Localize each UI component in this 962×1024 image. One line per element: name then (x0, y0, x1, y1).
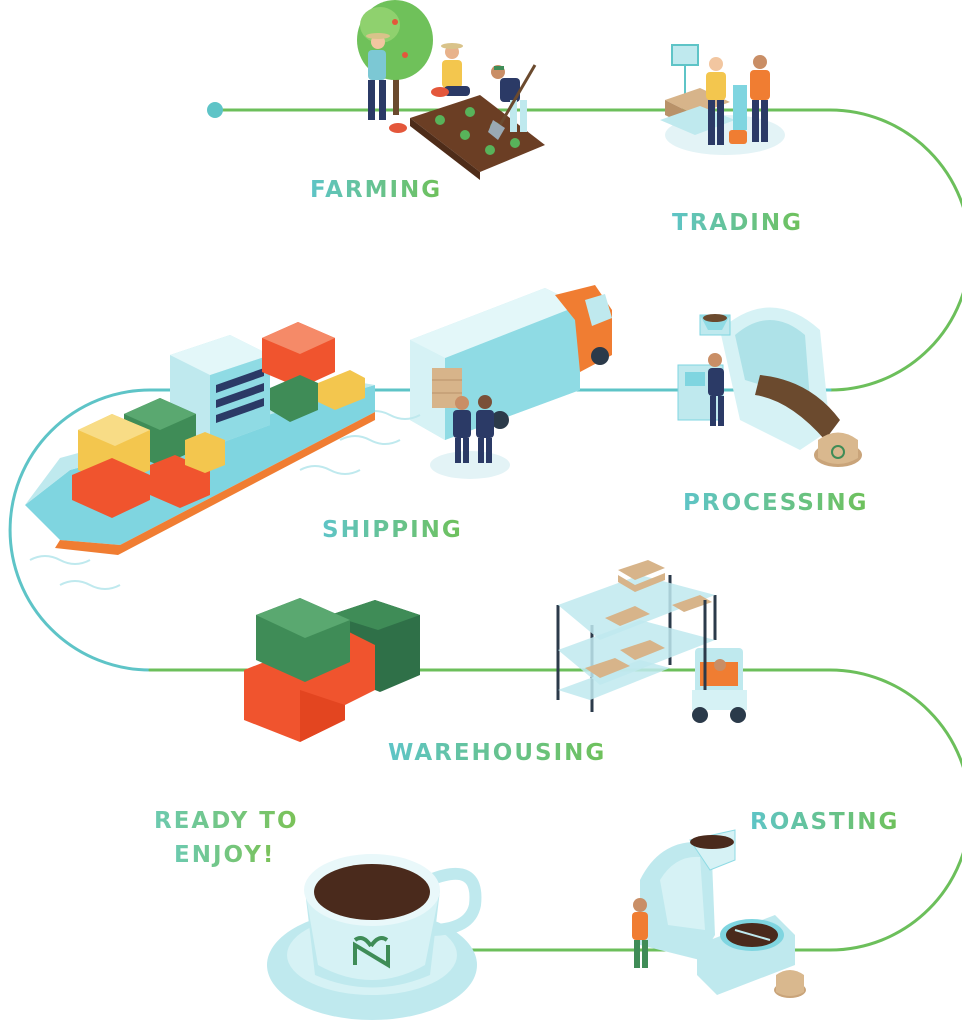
warehouse-containers (244, 598, 420, 742)
cup-logo-icon (353, 936, 390, 969)
stage-label-warehousing: WAREHOUSING (388, 740, 607, 766)
processing-scene (677, 307, 862, 467)
final-label-line2: ENJOY! (174, 842, 276, 868)
truck-scene (410, 285, 612, 479)
start-dot (207, 102, 223, 118)
trading-scene (660, 44, 785, 155)
roasting-scene (632, 829, 806, 998)
coffee-cup (267, 854, 482, 1020)
stage-label-roasting: ROASTING (750, 809, 900, 835)
stage-label-trading: TRADING (672, 210, 803, 236)
farming-scene (357, 0, 545, 180)
stage-label-farming: FARMING (310, 177, 443, 203)
ship-containers (72, 322, 365, 518)
stage-label-shipping: SHIPPING (322, 517, 463, 543)
warehouse-shelves (556, 560, 747, 723)
stage-label-processing: PROCESSING (683, 490, 869, 516)
ship-scene (25, 322, 421, 590)
final-label-line1: READY TO (154, 808, 299, 834)
